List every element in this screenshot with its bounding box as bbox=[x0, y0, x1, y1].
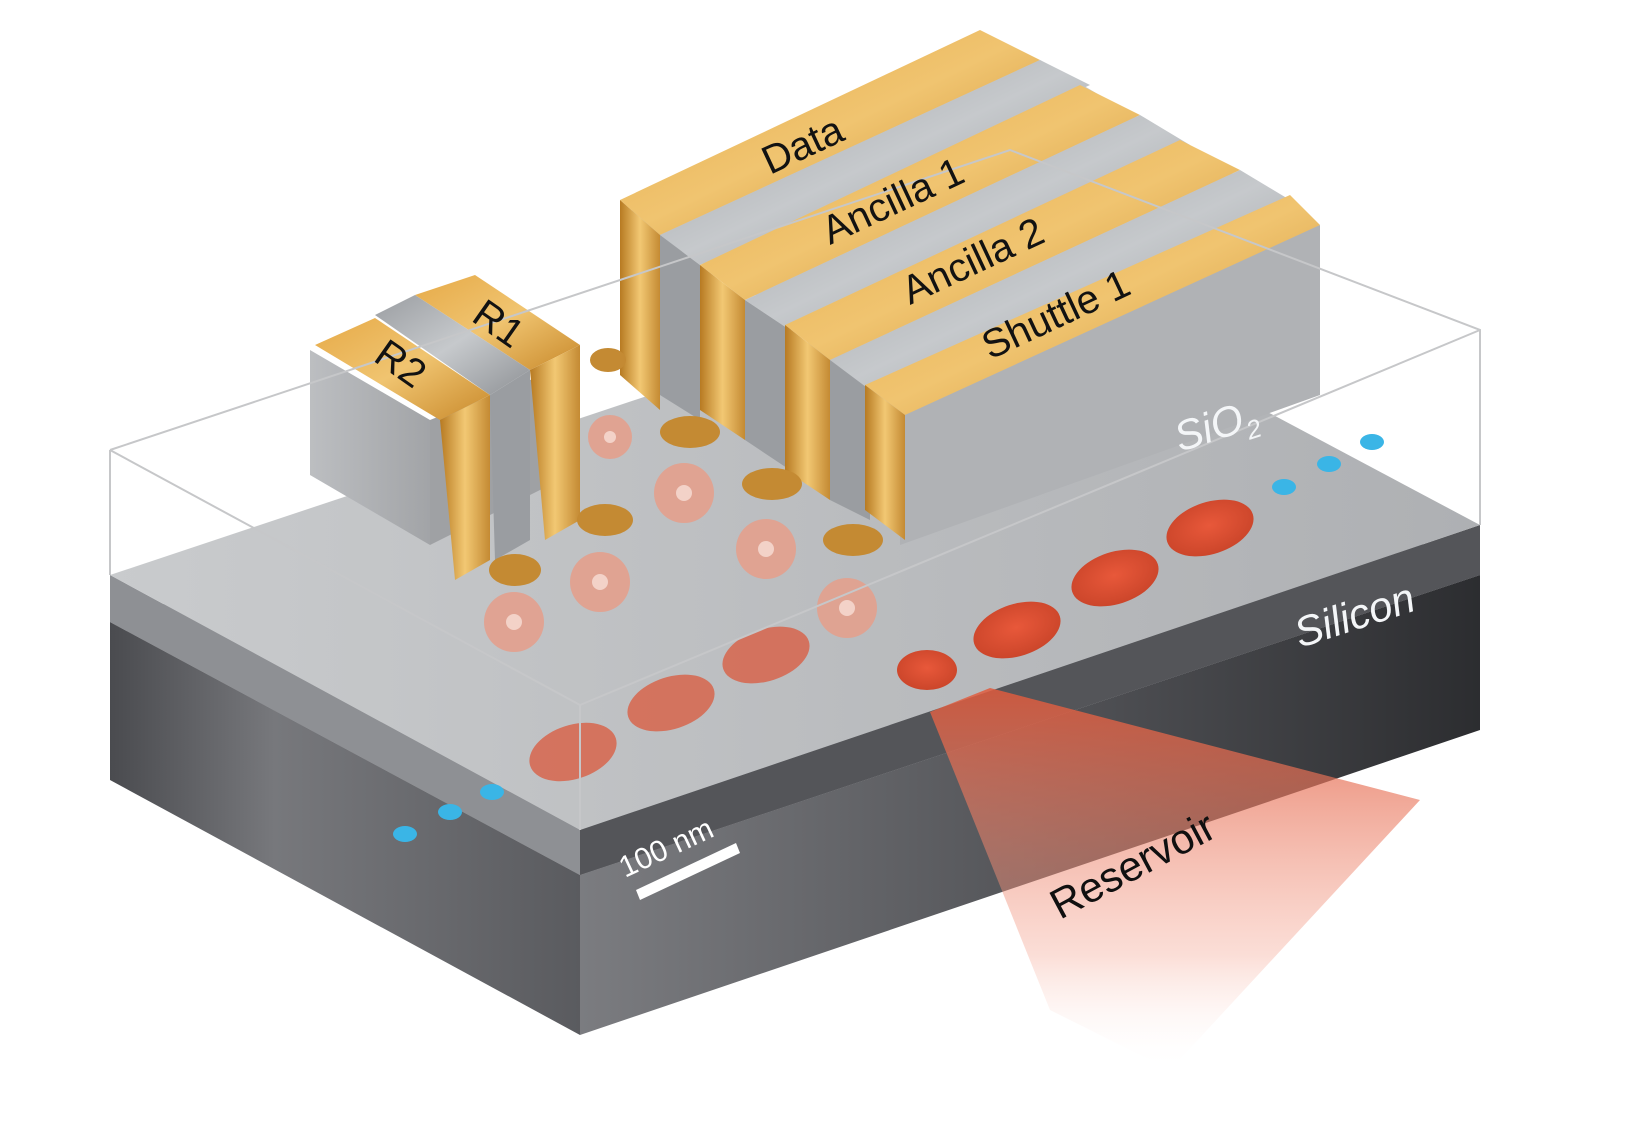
gate-front bbox=[490, 370, 530, 560]
electron-dot bbox=[393, 826, 417, 842]
reservoir-dot bbox=[529, 722, 617, 782]
outline-edge bbox=[579, 329, 1481, 706]
spin-markers bbox=[484, 415, 877, 652]
outline-back bbox=[109, 148, 1481, 525]
spin-marker bbox=[570, 552, 630, 612]
scale-bar-line bbox=[636, 843, 740, 900]
gate-front bbox=[830, 360, 870, 520]
gate-top bbox=[315, 318, 490, 420]
gate-ancilla-1 bbox=[660, 85, 1140, 448]
gate-front bbox=[745, 300, 790, 470]
gate-gray-3 bbox=[830, 170, 1290, 520]
electron-dot bbox=[1272, 479, 1296, 495]
gate-front bbox=[530, 345, 580, 540]
gate-foot bbox=[823, 524, 883, 556]
reservoir-dot bbox=[973, 601, 1061, 659]
gate-top bbox=[865, 195, 1320, 415]
gate-foot bbox=[742, 468, 802, 500]
reservoir-dot bbox=[1166, 499, 1254, 557]
gate-foot bbox=[489, 554, 541, 586]
gate-foot bbox=[590, 348, 626, 372]
reservoir-beam bbox=[930, 688, 1420, 1070]
electrons bbox=[393, 434, 1384, 842]
gate-r2 bbox=[315, 318, 541, 586]
reservoir-dot bbox=[897, 650, 957, 690]
box-outline bbox=[109, 148, 1481, 830]
oxide-front-face bbox=[110, 575, 580, 875]
block-front-face bbox=[900, 225, 1320, 545]
electron-dot bbox=[1360, 434, 1384, 450]
quantum-dots bbox=[529, 499, 1254, 782]
reservoir-dot bbox=[627, 674, 715, 732]
silicon-front-face bbox=[110, 622, 580, 1035]
electron-dot bbox=[438, 804, 462, 820]
spin-marker bbox=[736, 519, 796, 579]
gate-top bbox=[620, 30, 1040, 235]
gate-front bbox=[865, 385, 905, 540]
electron-dot bbox=[1317, 456, 1341, 472]
gate-data bbox=[590, 30, 1040, 410]
gate-top bbox=[700, 85, 1140, 300]
spin-marker bbox=[817, 578, 877, 638]
gate-foot bbox=[577, 504, 633, 536]
spin-marker bbox=[484, 592, 544, 652]
gate-gray-2 bbox=[745, 115, 1190, 470]
gate-gray-r bbox=[375, 295, 530, 560]
gate-shuttle-1 bbox=[823, 195, 1320, 556]
gate-top bbox=[830, 170, 1290, 390]
block-front-face bbox=[310, 350, 430, 545]
gate-stack bbox=[315, 30, 1320, 586]
outline-edge bbox=[109, 449, 581, 706]
gate-front bbox=[660, 235, 700, 420]
gate-r1 bbox=[415, 275, 633, 540]
electron-dot bbox=[480, 784, 504, 800]
gate-top bbox=[415, 275, 580, 370]
spin-marker bbox=[654, 463, 714, 523]
gate-top bbox=[745, 115, 1190, 330]
gate-front bbox=[620, 200, 660, 410]
gate-top bbox=[660, 60, 1090, 265]
reservoir-dot bbox=[722, 626, 810, 684]
gate-front bbox=[440, 395, 490, 580]
reservoir-dot bbox=[1071, 549, 1159, 607]
gate-top bbox=[375, 295, 530, 395]
gate-foot bbox=[660, 416, 720, 448]
gate-front bbox=[700, 265, 745, 440]
gate-gray-1 bbox=[660, 60, 1090, 420]
spin-marker bbox=[588, 415, 632, 459]
gate-front bbox=[785, 325, 830, 500]
